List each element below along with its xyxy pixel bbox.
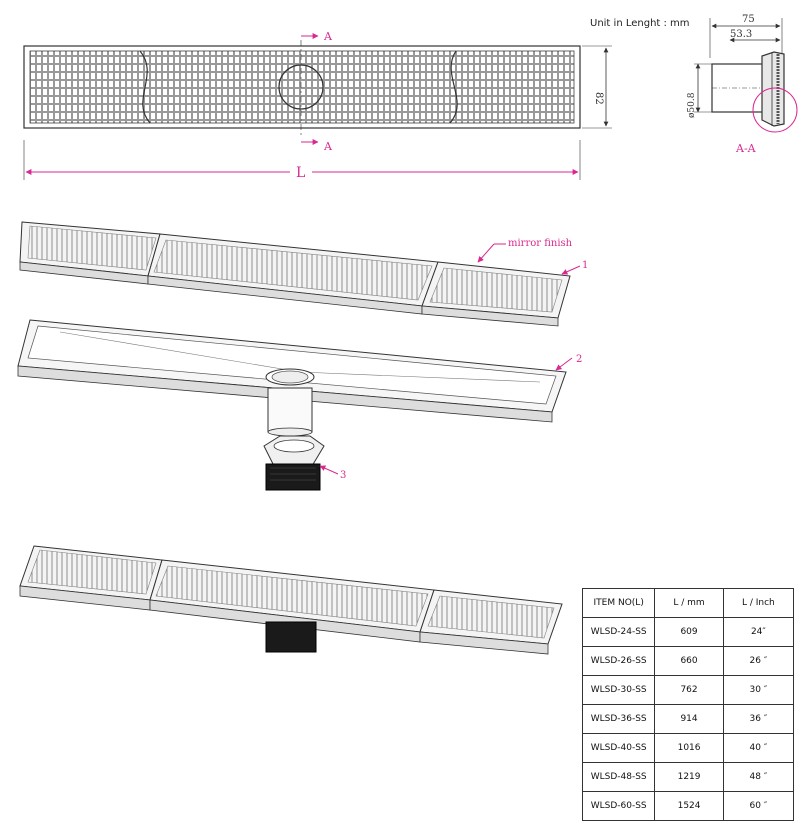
cell-item: WLSD-40-SS [581,733,656,763]
part-3-label: 3 [340,470,346,481]
dim-outer-label: 75 [742,14,755,25]
header-length-mm: L / mm [654,588,724,618]
cell-inch: 30 ″ [722,675,795,705]
top-view-grate [29,50,575,124]
dim-inner-label: 53.3 [730,29,752,40]
cell-inch: 36 ″ [722,704,795,734]
cell-inch: 60 ″ [722,791,795,821]
cell-inch: 26 ″ [722,646,795,676]
cell-mm: 1219 [654,762,724,792]
cell-mm: 762 [654,675,724,705]
cell-inch: 24″ [722,617,795,647]
section-mark-bottom: A [323,140,333,153]
unit-note: Unit in Lenght : mm [590,18,690,29]
part-channel [17,319,567,437]
grate-seam-left [139,50,151,124]
exploded-view: mirror finish 1 2 [17,221,588,491]
drawing-sheet: Unit in Lenght : mm [17,14,798,821]
table-row: WLSD-40-SS 1016 40 ″ [581,733,795,763]
grate-seam-right [449,50,458,124]
width-dim-label: 82 [593,92,604,105]
top-view: A A L 82 [23,30,612,181]
length-label: L [296,165,305,181]
cell-item: WLSD-60-SS [581,791,656,821]
cell-item: WLSD-30-SS [581,675,656,705]
header-item-no: ITEM NO(L) [581,588,656,618]
part-2-label: 2 [576,354,582,365]
table-row: WLSD-36-SS 914 36 ″ [581,704,795,734]
dim-diameter-label: ø50.8 [687,92,697,118]
section-label: A-A [735,142,757,155]
section-view: 75 53.3 ø50.8 A-A [687,14,798,155]
technical-drawing: A A L 82 75 53.3 [17,14,798,655]
assembled-view [19,545,563,655]
spec-table-header: ITEM NO(L) L / mm L / Inch [581,588,795,618]
table-row: WLSD-30-SS 762 30 ″ [581,675,795,705]
cell-item: WLSD-26-SS [581,646,656,676]
cell-mm: 1016 [654,733,724,763]
cell-mm: 914 [654,704,724,734]
cell-inch: 48 ″ [722,762,795,792]
detail-circle [752,87,798,133]
cell-mm: 1524 [654,791,724,821]
header-length-inch: L / Inch [722,588,795,618]
part-grate [19,221,571,327]
assembled-outlet [265,621,317,653]
table-row: WLSD-26-SS 660 26 ″ [581,646,795,676]
cell-mm: 660 [654,646,724,676]
cell-mm: 609 [654,617,724,647]
table-row: WLSD-48-SS 1219 48 ″ [581,762,795,792]
section-mark-top: A [323,30,333,43]
cell-item: WLSD-24-SS [581,617,656,647]
cell-item: WLSD-48-SS [581,762,656,792]
cell-inch: 40 ″ [722,733,795,763]
finish-callout: mirror finish [508,238,573,249]
part-1-label: 1 [582,260,588,271]
spec-table: ITEM NO(L) L / mm L / Inch WLSD-24-SS 60… [581,588,795,821]
part-nut [263,435,325,491]
top-view-outline [23,45,581,129]
table-row: WLSD-24-SS 609 24″ [581,617,795,647]
table-row: WLSD-60-SS 1524 60 ″ [581,791,795,821]
cell-item: WLSD-36-SS [581,704,656,734]
